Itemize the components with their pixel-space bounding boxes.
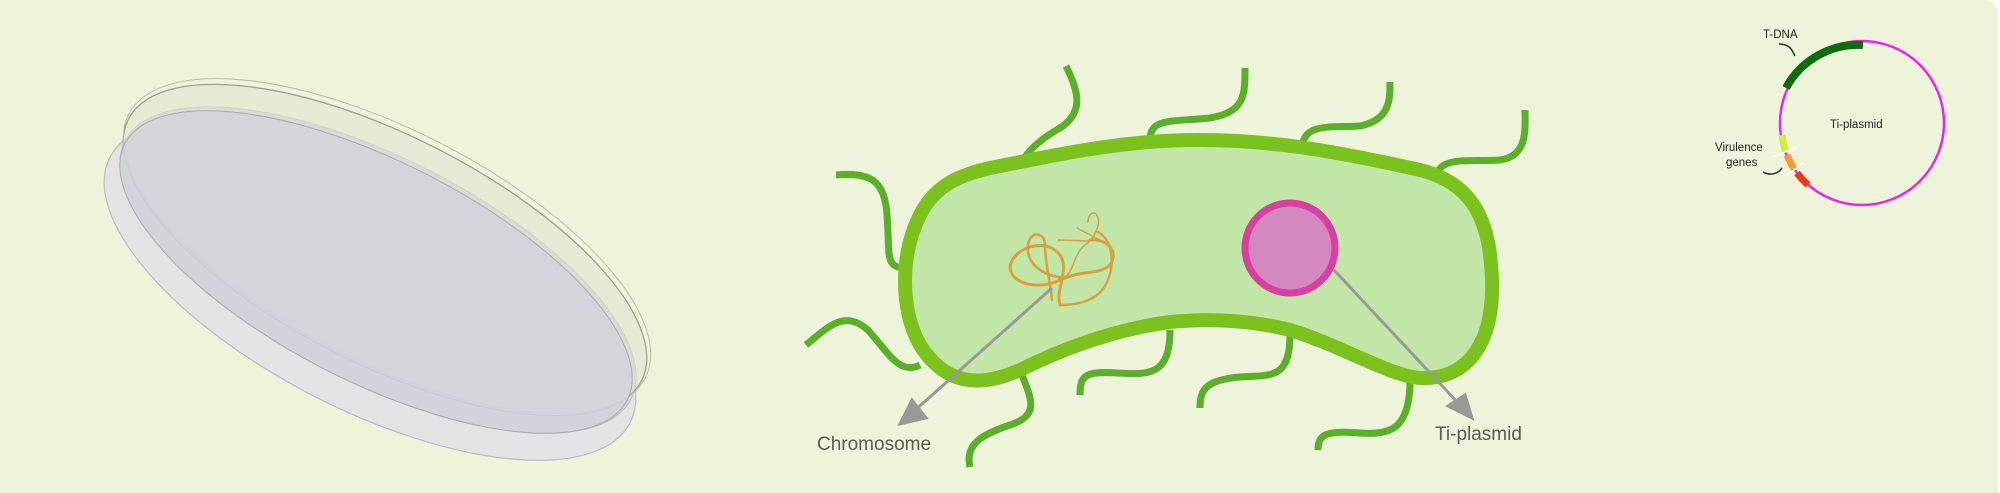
virulence-label-line2: genes [1726,157,1758,169]
chromosome-icon [1008,212,1115,307]
virulence-segment-2 [1783,153,1798,172]
flagella [803,64,1529,468]
t-dna-segment [1782,40,1864,90]
virulence-pointer-icon [1762,167,1783,175]
plasmid-center-label: Ti-plasmid [1830,119,1883,131]
virulence-label-line1: Virulence [1715,142,1763,154]
ti-plasmid-map: T-DNA Ti-plasmid Virulence genes [1715,29,1946,207]
ti-plasmid-label: Ti-plasmid [1435,424,1522,445]
chromosome-label: Chromosome [817,434,931,455]
t-dna-label: T-DNA [1763,29,1798,41]
petri-dish [103,78,652,461]
virulence-segment-1 [1778,134,1790,154]
plasmid-icon [1241,199,1339,297]
bacterium-cell [898,133,1500,388]
label-arrows [897,268,1475,427]
virulence-segment-3 [1794,170,1811,188]
t-dna-pointer-icon [1778,43,1796,57]
